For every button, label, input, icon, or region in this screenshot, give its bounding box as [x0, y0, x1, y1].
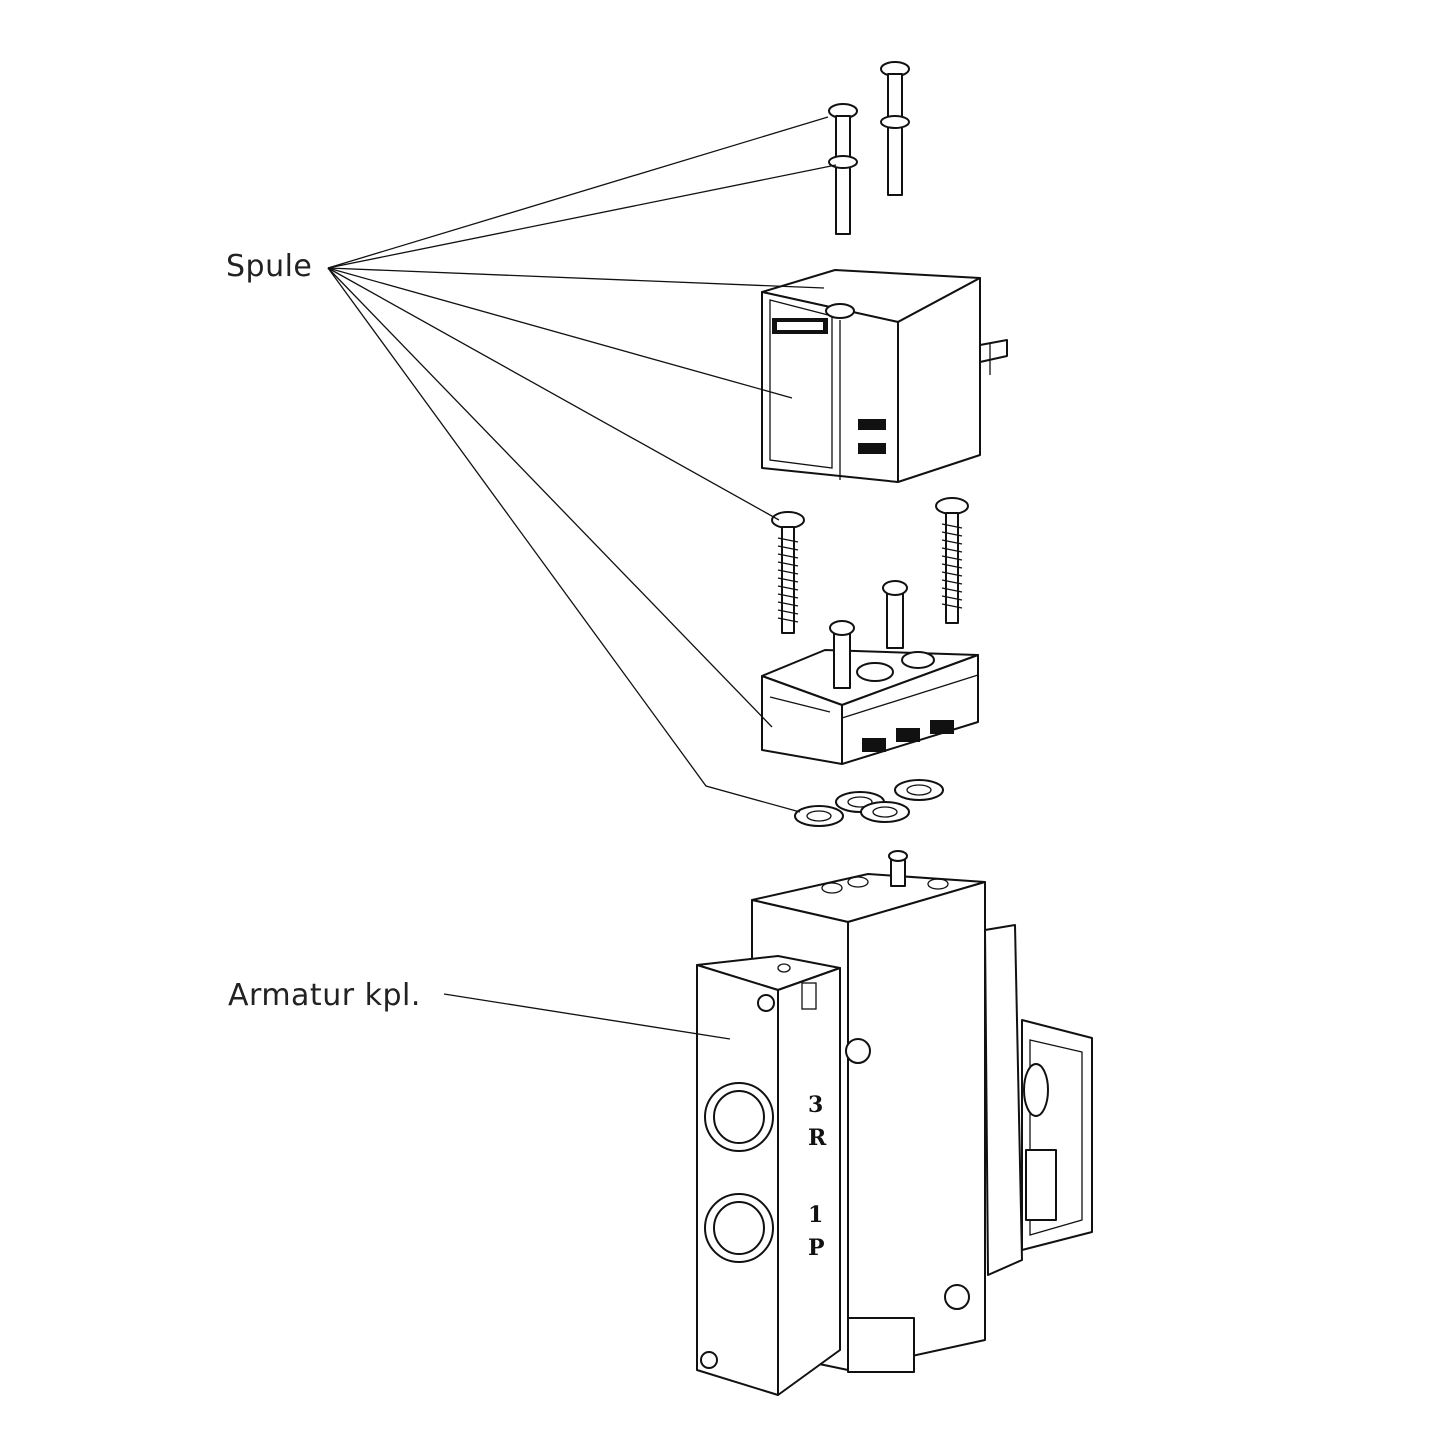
coil-screw-left: [828, 103, 858, 235]
solenoid-coil: [761, 269, 1008, 483]
port-pressure-number: 1: [808, 1202, 823, 1228]
port-exhaust-number: 3: [808, 1092, 823, 1118]
port-pressure-letter: P: [808, 1235, 825, 1261]
spring-screw-right: [935, 497, 969, 624]
valve-assembly: [696, 850, 1093, 1396]
coil-leader-lines: [327, 116, 837, 813]
seal-rings: [794, 779, 944, 827]
armature-block: [761, 580, 979, 765]
valve-assembly-label: Armatur kpl.: [228, 978, 421, 1013]
coil-label: Spule: [226, 249, 313, 284]
valve-leader-line: [443, 993, 731, 1040]
spring-screw-left: [771, 511, 805, 634]
coil-screw-right: [880, 61, 910, 196]
port-exhaust-letter: R: [808, 1125, 827, 1151]
